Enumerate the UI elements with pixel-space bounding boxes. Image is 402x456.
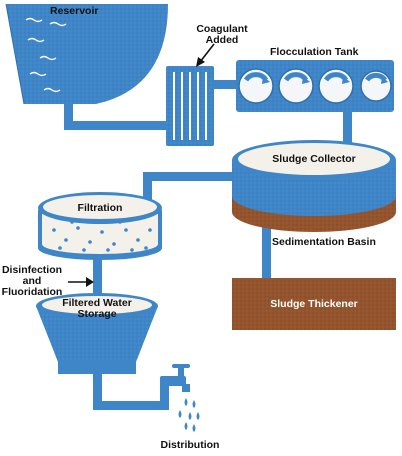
reservoir-label: Reservoir bbox=[50, 5, 99, 17]
sedimentation-basin-label: Sedimentation Basin bbox=[272, 236, 376, 248]
filter-media-dots bbox=[52, 220, 152, 252]
sludge-thickener-box bbox=[232, 278, 396, 330]
faucet-icon bbox=[160, 364, 190, 392]
pipe-tank-to-collector bbox=[343, 110, 352, 152]
pipe-basin-to-filtration-v bbox=[143, 172, 152, 202]
pipe-basin-to-thickener bbox=[262, 226, 271, 280]
sludge-thickener-label: Sludge Thickener bbox=[270, 298, 358, 310]
filtration-label: Filtration bbox=[77, 202, 123, 214]
pipe-storage-to-faucet bbox=[93, 401, 169, 410]
flocculation-tank-label: Flocculation Tank bbox=[270, 46, 359, 58]
pipe-faucet-riser bbox=[160, 380, 169, 410]
coagulant-label-line1: Coagulant bbox=[196, 23, 248, 35]
pipe-filtration-to-storage bbox=[93, 250, 102, 298]
paddle-icon bbox=[318, 68, 354, 104]
pipe-reservoir-to-mixer bbox=[64, 121, 168, 130]
disinfection-label-line2: and bbox=[22, 275, 42, 287]
filtration-unit bbox=[38, 192, 162, 260]
pipe-mixer-to-tank bbox=[212, 80, 238, 89]
disinfection-arrow bbox=[68, 277, 94, 287]
pipe-basin-to-filtration-h bbox=[143, 172, 235, 181]
reservoir bbox=[5, 3, 168, 105]
filtered-water-label-line2: Storage bbox=[77, 308, 117, 320]
mixer-paddles bbox=[238, 68, 392, 104]
wave-icons bbox=[25, 17, 67, 93]
distribution-label: Distribution bbox=[160, 439, 220, 451]
paddle-icon bbox=[278, 68, 314, 104]
pipe-reservoir-down bbox=[64, 95, 73, 129]
sedimentation-basin bbox=[232, 140, 396, 232]
paddle-icon bbox=[238, 68, 274, 104]
pipe-storage-down bbox=[93, 370, 102, 410]
pipes bbox=[64, 80, 352, 410]
coagulant-arrow bbox=[196, 43, 215, 67]
paddle-icon bbox=[360, 70, 392, 102]
water-drops-icon bbox=[178, 398, 200, 432]
disinfection-label-line1: Disinfection bbox=[1, 264, 63, 276]
sludge-collector-label: Sludge Collector bbox=[272, 153, 356, 165]
disinfection-label-line3: Fluoridation bbox=[1, 286, 63, 298]
flocculation-tank bbox=[236, 60, 394, 112]
filtered-water-label-line1: Filtered Water bbox=[62, 297, 132, 309]
storage-tank bbox=[36, 293, 158, 374]
coagulant-mixer bbox=[166, 66, 214, 146]
coagulant-label-line2: Added bbox=[205, 34, 239, 46]
